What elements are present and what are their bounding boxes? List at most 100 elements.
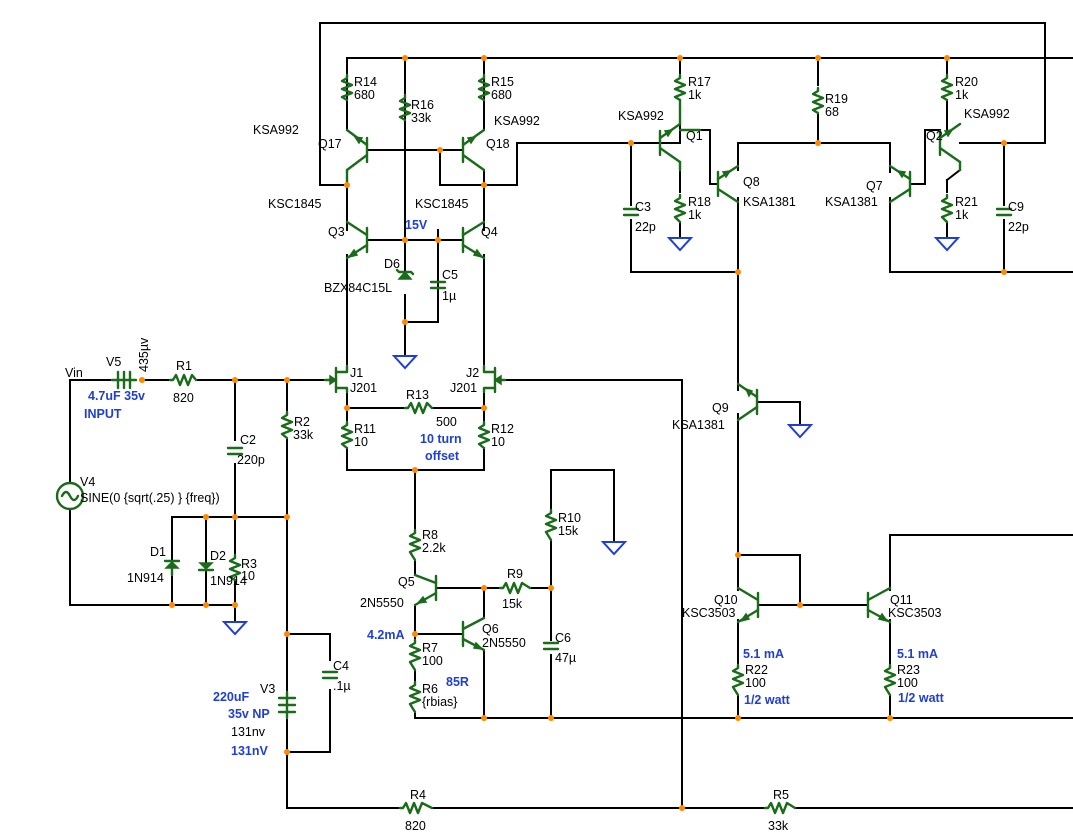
diodes [163, 268, 415, 577]
d2-name: D2 [210, 549, 226, 563]
c2-name: C2 [240, 433, 256, 447]
d1-value: 1N914 [127, 571, 164, 585]
q4-name: Q4 [481, 225, 498, 239]
r6-value: {rbias} [422, 695, 457, 709]
q18-name: Q18 [486, 137, 510, 151]
d6-name: D6 [384, 257, 400, 271]
j1-jfet [323, 364, 349, 394]
q11-name: Q11 [890, 593, 913, 607]
r2-resistor [280, 410, 294, 440]
q9-name: Q9 [712, 401, 729, 415]
c6-name: C6 [555, 631, 571, 645]
c3-value: 22p [635, 220, 656, 234]
r11-value: 10 [354, 435, 368, 449]
q6-name: Q6 [482, 622, 499, 636]
c3-capacitor [622, 207, 640, 217]
r9-resistor [498, 581, 532, 595]
v5-input-note: INPUT [84, 407, 122, 421]
resistors [168, 73, 954, 815]
r5-resistor [763, 801, 797, 815]
r22-name: R22 [745, 663, 768, 677]
c3-name: C3 [635, 200, 651, 214]
ground-q2-icon [933, 237, 961, 252]
r16-name: R16 [411, 98, 434, 112]
v5-name: V5 [106, 355, 121, 369]
q1-transistor [658, 98, 702, 172]
r18-value: 1k [688, 208, 702, 222]
r6-note: 85R [446, 675, 469, 689]
r8-name: R8 [422, 528, 438, 542]
component-labels: Vin V5 435µv 4.7uF 35v INPUT R1 820 V4 S… [65, 75, 1029, 833]
r11-name: R11 [354, 422, 376, 436]
q8-model: KSA1381 [743, 195, 796, 209]
r12-name: R12 [491, 422, 514, 436]
c2-value: 220p [237, 453, 265, 467]
v3-name: V3 [260, 682, 275, 696]
r14-name: R14 [354, 75, 377, 89]
ground-q9-icon [786, 424, 814, 439]
r15-resistor [477, 73, 491, 102]
r1-name: R1 [176, 359, 192, 373]
r15-name: R15 [491, 75, 514, 89]
q9-transistor [736, 382, 759, 422]
q9-model: KSA1381 [672, 418, 725, 432]
c4-capacitor [321, 670, 339, 680]
r16-resistor [398, 93, 412, 122]
c9-value: 22p [1008, 220, 1029, 234]
r13-note2: offset [425, 449, 460, 463]
r11-resistor [340, 420, 354, 450]
r14-resistor [340, 73, 354, 102]
r8-resistor [408, 528, 422, 562]
j1-value: J201 [350, 381, 377, 395]
r18-resistor [673, 193, 687, 224]
transistors [323, 98, 962, 652]
v3-note3: 131nV [231, 744, 268, 758]
d6-note: 15V [405, 218, 428, 232]
v4-name: V4 [80, 475, 95, 489]
c6-value: 47µ [555, 651, 576, 665]
r12-resistor [477, 420, 491, 450]
q6-model: 2N5550 [482, 636, 526, 650]
r23-value: 100 [897, 676, 918, 690]
c9-name: C9 [1008, 200, 1024, 214]
q11-transistor [866, 586, 892, 624]
r10-value: 15k [558, 524, 579, 538]
q2-transistor [938, 122, 962, 172]
c5-value: 1µ [442, 289, 456, 303]
r10-name: R10 [558, 511, 581, 525]
q1-model: KSA992 [618, 109, 664, 123]
r17-name: R17 [688, 75, 711, 89]
r4-name: R4 [410, 788, 426, 802]
r5-name: R5 [773, 788, 789, 802]
q17-model: KSA992 [253, 123, 299, 137]
r20-name: R20 [955, 75, 978, 89]
q1-name: Q1 [686, 129, 703, 143]
r22-note: 1/2 watt [744, 693, 791, 707]
q10-name: Q10 [714, 593, 738, 607]
d1-diode [163, 559, 181, 577]
r17-value: 1k [688, 88, 702, 102]
c6-capacitor [542, 641, 560, 651]
c2-capacitor [226, 446, 244, 456]
d6-value: BZX84C15L [324, 281, 392, 295]
r4-value: 820 [405, 819, 426, 833]
q6-transistor [461, 616, 486, 652]
r23-note: 1/2 watt [898, 691, 945, 705]
j2-jfet [482, 364, 507, 394]
c9-capacitor [995, 207, 1013, 217]
q18-model: KSA992 [494, 114, 540, 128]
r12-value: 10 [491, 435, 505, 449]
q17-transistor [345, 128, 369, 187]
r22-resistor [731, 663, 745, 697]
v4-value: SINE(0 {sqrt(.25) } {freq}) [80, 491, 220, 505]
ground-input-icon [221, 621, 249, 636]
r1-value: 820 [173, 391, 194, 405]
ground-q1-icon [666, 237, 694, 252]
j1-name: J1 [350, 366, 363, 380]
r21-name: R21 [955, 195, 978, 209]
q3-name: Q3 [328, 225, 345, 239]
q3-model: KSC1845 [268, 197, 322, 211]
v3-value: 131nv [231, 725, 266, 739]
r21-value: 1k [955, 208, 969, 222]
